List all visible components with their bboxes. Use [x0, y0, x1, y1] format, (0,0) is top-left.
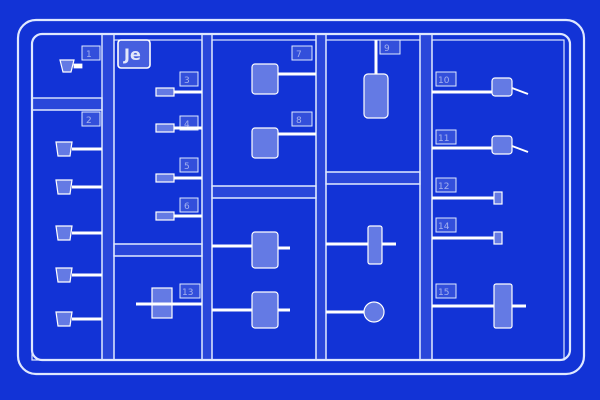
part: [155, 87, 202, 97]
panel: [325, 183, 421, 361]
part: [432, 283, 526, 329]
part-tag: 3: [179, 71, 199, 87]
panel: [113, 39, 203, 245]
part-tag: 8: [291, 111, 313, 127]
part-tag: 11: [435, 129, 457, 145]
sprue-logo: [117, 39, 151, 69]
part: [432, 135, 529, 155]
part-tag: 10: [435, 71, 457, 87]
runner-vertical: [201, 33, 213, 361]
part: [136, 287, 202, 319]
part: [212, 291, 290, 329]
svg-text:14: 14: [438, 222, 450, 232]
runner-vertical: [419, 33, 433, 361]
runner-horizontal: [211, 185, 317, 199]
svg-text:7: 7: [296, 50, 302, 60]
svg-text:10: 10: [438, 76, 450, 86]
part-tag: 6: [179, 197, 199, 213]
part: [59, 59, 83, 73]
svg-text:15: 15: [438, 288, 449, 298]
svg-text:9: 9: [384, 44, 390, 54]
part: [326, 301, 385, 323]
part: [55, 311, 102, 327]
part: [155, 173, 202, 183]
runner-horizontal: [325, 171, 421, 185]
svg-text:2: 2: [86, 116, 92, 126]
svg-text:4: 4: [184, 120, 190, 130]
part: [55, 141, 102, 157]
part-tag: 14: [435, 217, 457, 233]
part-tag: 12: [435, 177, 457, 193]
part-tag: 1: [81, 45, 101, 61]
part: [251, 63, 316, 95]
part: [55, 179, 102, 195]
svg-text:12: 12: [438, 182, 449, 192]
svg-text:8: 8: [296, 116, 302, 126]
part-tag: 7: [291, 45, 313, 61]
panel: [211, 197, 317, 361]
part-tag: 2: [81, 111, 101, 127]
part-tag: 13: [179, 283, 201, 299]
svg-text:3: 3: [184, 76, 190, 86]
part-tag: 9: [379, 39, 401, 55]
part-tag: 15: [435, 283, 457, 299]
part: [212, 231, 290, 269]
part: [155, 123, 202, 133]
part: [432, 191, 503, 205]
panel: [325, 39, 421, 173]
part: [155, 211, 202, 221]
panel: [431, 39, 565, 361]
panel: [113, 255, 203, 361]
part: [363, 40, 389, 119]
part: [251, 127, 316, 159]
svg-text:5: 5: [184, 162, 190, 172]
part: [326, 225, 396, 265]
svg-text:13: 13: [182, 288, 193, 298]
runner-vertical: [101, 33, 115, 361]
runner-horizontal: [113, 243, 203, 257]
panel: [211, 39, 317, 187]
runner-horizontal: [31, 97, 103, 111]
part: [432, 77, 529, 97]
svg-text:1: 1: [86, 50, 92, 60]
svg-text:11: 11: [438, 134, 449, 144]
outer-frame: [16, 18, 586, 376]
part: [55, 225, 102, 241]
part-tag: 5: [179, 157, 199, 173]
sprue-label: Je: [123, 45, 141, 64]
runner-vertical: [315, 33, 327, 361]
panel: [31, 109, 103, 361]
part: [55, 267, 102, 283]
part: [432, 231, 503, 245]
svg-text:6: 6: [184, 202, 190, 212]
